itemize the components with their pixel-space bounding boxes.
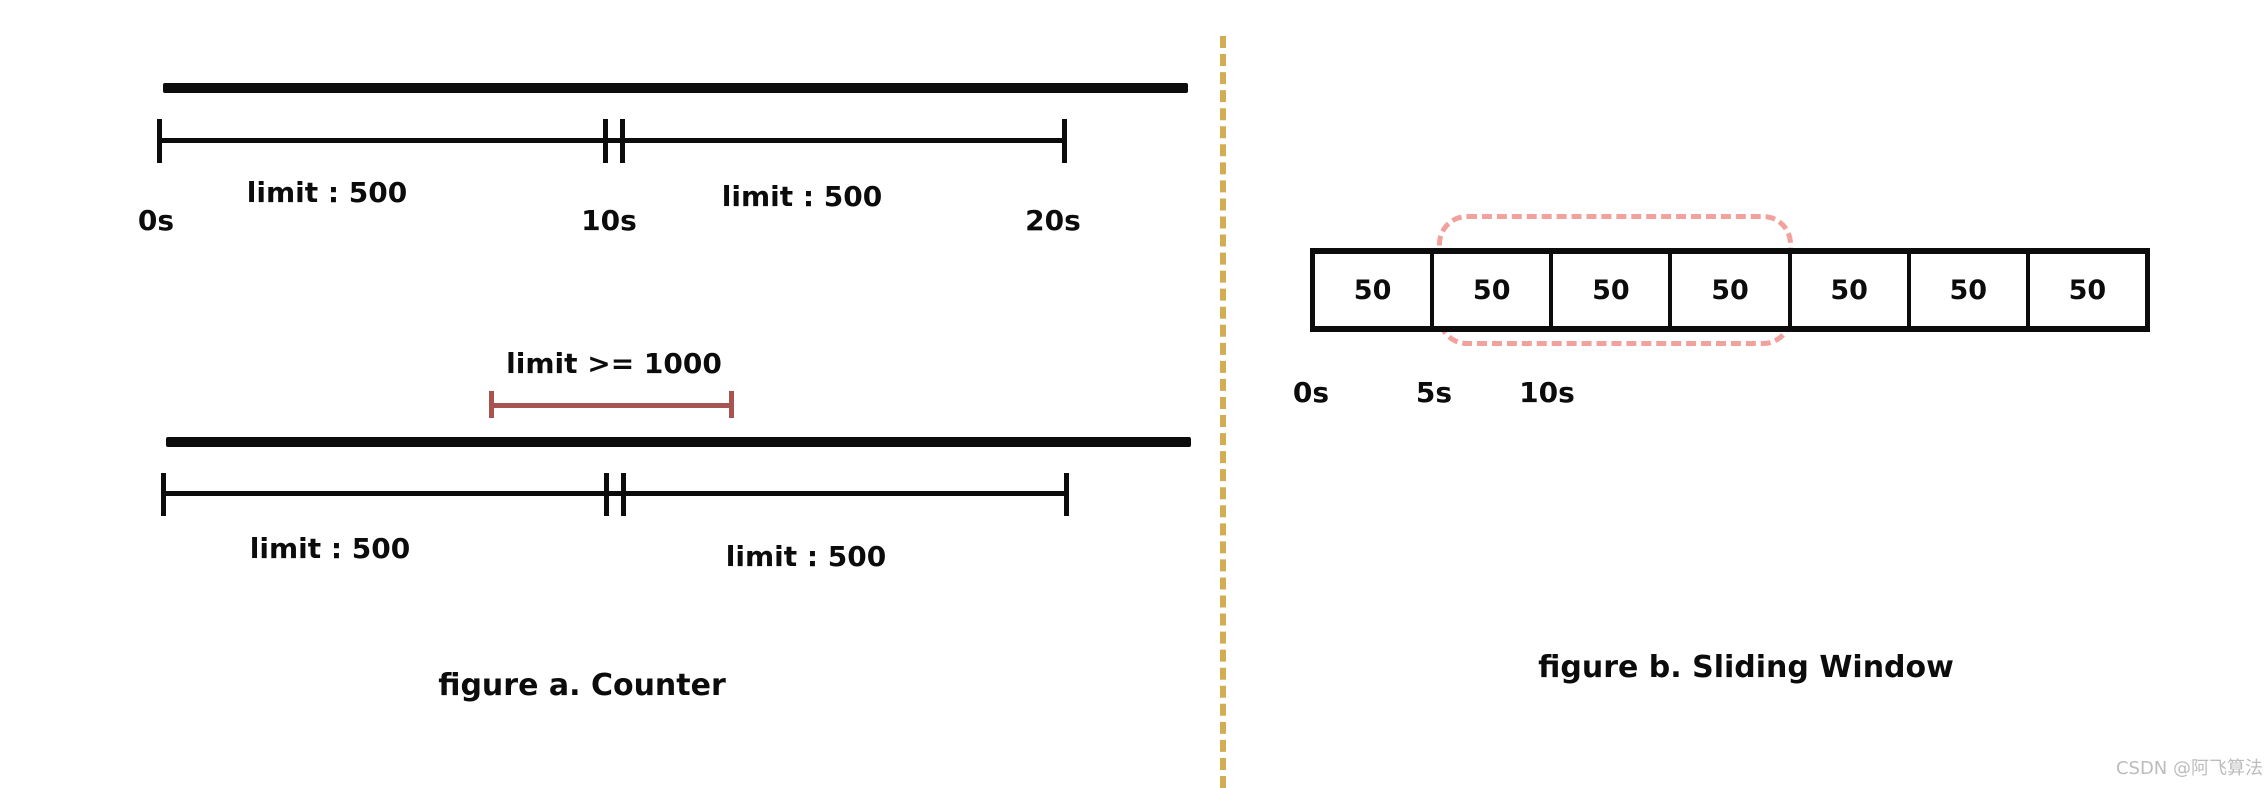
bucket-cell: 50 xyxy=(1353,274,1392,306)
bracket-line xyxy=(161,491,1069,496)
counter-window-bracket-top xyxy=(157,119,1067,163)
bracket-tick-0s xyxy=(157,119,162,163)
tick-label-5s: 5s xyxy=(1415,376,1453,409)
bucket-cell: 50 xyxy=(1430,254,1549,326)
bucket-cell: 50 xyxy=(2025,254,2145,326)
bracket-tick-mid-left xyxy=(604,473,609,516)
divider-dashed-line xyxy=(1220,36,1226,788)
figure-b-caption: figure b. Sliding Window xyxy=(1538,650,1954,685)
timeline-axis-bar-top xyxy=(163,83,1188,93)
bracket-line xyxy=(489,403,734,408)
bracket-tick-20s xyxy=(1062,119,1067,163)
window1-limit-label: limit : 500 xyxy=(246,176,408,209)
bracket-tick-start xyxy=(161,473,166,516)
bracket-tick-right xyxy=(729,391,734,418)
bracket-tick-end xyxy=(1064,473,1069,516)
window2-limit-label-bottom: limit : 500 xyxy=(725,540,887,573)
bucket-cell: 50 xyxy=(1787,254,1907,326)
tick-label-20s: 20s xyxy=(1025,204,1081,237)
bracket-tick-left xyxy=(489,391,494,418)
tick-label-0s: 0s xyxy=(137,204,175,237)
bracket-tick-mid-right xyxy=(621,473,626,516)
over-limit-bracket xyxy=(489,391,734,418)
figure-a-caption: figure a. Counter xyxy=(438,668,726,703)
bucket-cell: 50 xyxy=(1549,254,1668,326)
bracket-line xyxy=(157,138,1067,143)
over-limit-label: limit >= 1000 xyxy=(506,347,722,380)
window2-limit-label: limit : 500 xyxy=(721,180,883,213)
bucket-cell: 50 xyxy=(1668,254,1787,326)
counter-window-bracket-bottom xyxy=(161,473,1069,516)
bucket-row: 50 50 50 50 50 50 50 xyxy=(1310,248,2150,332)
bracket-tick-10s-right xyxy=(620,119,625,163)
window1-limit-label-bottom: limit : 500 xyxy=(249,532,411,565)
bracket-tick-10s-left xyxy=(603,119,608,163)
bucket-cell: 50 xyxy=(1906,254,2026,326)
tick-label-0s: 0s xyxy=(1292,376,1330,409)
timeline-axis-bar-bottom xyxy=(166,437,1191,447)
csdn-watermark: CSDN @阿飞算法 xyxy=(2115,758,2263,779)
tick-label-10s: 10s xyxy=(1519,376,1575,409)
tick-label-10s: 10s xyxy=(581,204,637,237)
